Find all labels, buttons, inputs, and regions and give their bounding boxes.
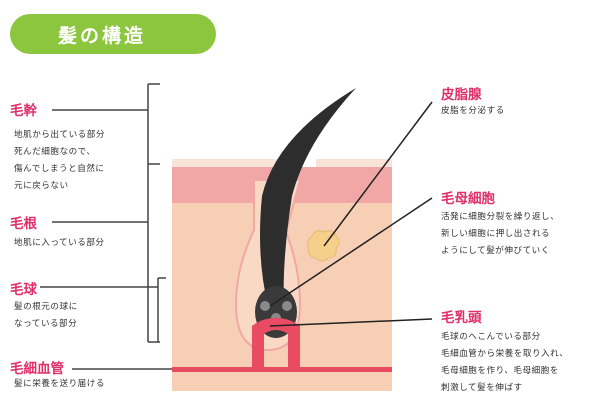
leader-hishisen bbox=[323, 101, 433, 247]
hair-shaft bbox=[260, 88, 356, 306]
bracket-mokyu bbox=[40, 277, 166, 342]
bracket-kankan bbox=[52, 83, 160, 165]
desc-kankan: 地肌から出ている部分 死んだ細胞なので、 傷んでしまうと自然に 元に戻らない bbox=[14, 130, 105, 191]
sebaceous-gland bbox=[307, 230, 340, 262]
label-hishisen: 皮脂腺 bbox=[441, 87, 482, 103]
label-mokyu: 毛球 bbox=[10, 282, 37, 298]
desc-nyuto: 毛球のへこんでいる部分 毛細血管から栄養を取り入れ、 毛母細胞を作り、毛母細胞を… bbox=[441, 332, 569, 393]
dermal-papilla bbox=[252, 318, 300, 369]
capillary-line bbox=[172, 367, 392, 372]
matrix-cell bbox=[282, 301, 292, 311]
label-bosaibou: 毛母細胞 bbox=[441, 191, 495, 207]
leader-nyuto bbox=[269, 318, 433, 327]
desc-bosaibou: 活発に細胞分裂を繰り返し、 新しい細胞に押し出される ようにして髪が伸びていく bbox=[441, 212, 560, 256]
skin-surface-left bbox=[172, 159, 288, 167]
label-mokon: 毛根 bbox=[10, 216, 37, 232]
label-kankan: 毛幹 bbox=[10, 103, 37, 119]
page-title: 髪の構造 bbox=[10, 14, 216, 54]
matrix-cell bbox=[260, 301, 270, 311]
desc-mokyu: 髪の根元の球に なっている部分 bbox=[14, 302, 78, 329]
desc-hishisen: 皮脂を分泌する bbox=[441, 106, 505, 116]
desc-kekkan: 髪に栄養を送り届ける bbox=[14, 379, 105, 389]
label-nyuto: 毛乳頭 bbox=[441, 310, 482, 326]
label-kekkan: 毛細血管 bbox=[10, 361, 64, 377]
leader-bosaibou bbox=[269, 197, 433, 307]
skin-surface-right bbox=[316, 159, 392, 167]
desc-mokon: 地肌に入っている部分 bbox=[14, 238, 105, 248]
